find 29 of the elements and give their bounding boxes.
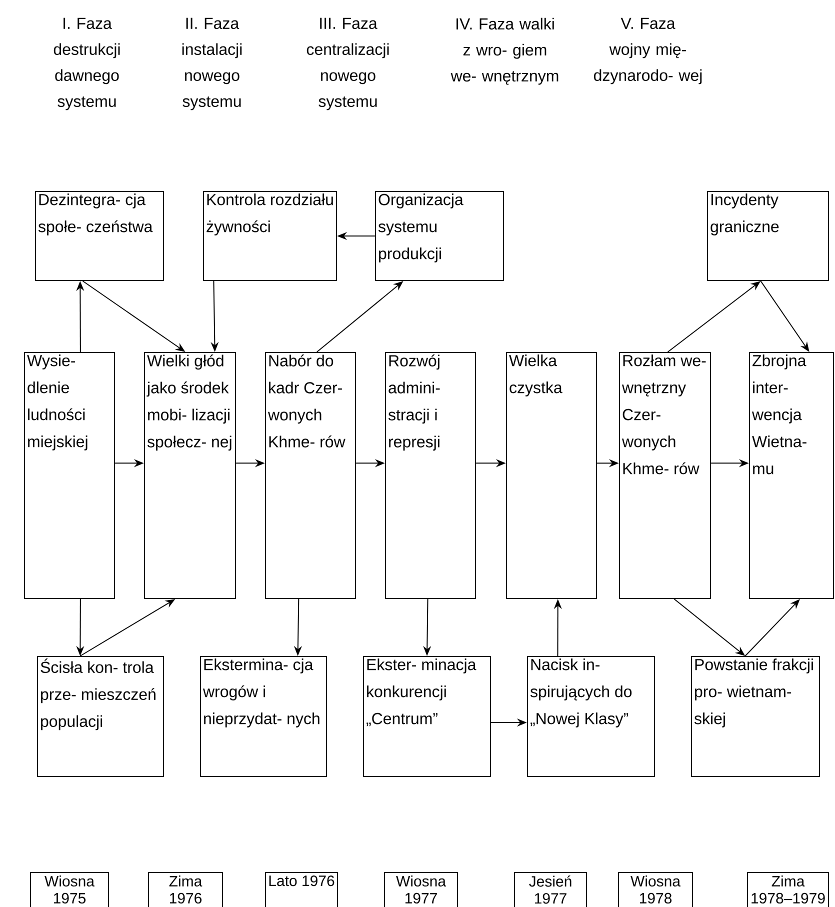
event-box: Nacisk in- spirujących do „Nowej Klasy” xyxy=(527,656,655,777)
event-box: Ścisła kon- trola prze- mieszczeń populacji xyxy=(37,656,164,777)
phase-heading: V. Faza wojny mię- dzynarodo- wej xyxy=(594,18,702,84)
event-box: Incydenty graniczne xyxy=(707,191,829,281)
event-box: Powstanie frakcji pro- wietnam- skiej xyxy=(691,656,820,777)
event-box: Wielki głód jako środek mobi- lizacji społecz- nej xyxy=(144,352,236,599)
event-box: Zbrojna inter- wencja Wietna- mu xyxy=(749,352,834,599)
event-box: Wielka czystka xyxy=(506,352,597,599)
event-box: Dezintegra- cja społe- czeństwa xyxy=(35,191,164,281)
event-box: Ekster- minacja konkurencji „Centrum” xyxy=(363,656,491,777)
event-box: Nabór do kadr Czer- wonych Khme- rów xyxy=(265,352,356,599)
phase-heading: IV. Faza walki z wro- giem we- wnętrznym xyxy=(450,18,558,85)
date-box: Jesień 1977 xyxy=(514,872,587,907)
date-box: Wiosna 1975 xyxy=(30,872,109,907)
date-box: Wiosna 1977 xyxy=(384,872,458,907)
event-box: Rozłam we- wnętrzny Czer- wonych Khme- rów xyxy=(619,352,711,599)
date-box: Zima 1976 xyxy=(148,872,223,907)
date-box: Wiosna 1978 xyxy=(618,872,693,907)
phase-heading: III. Faza centralizacji nowego systemu xyxy=(306,18,389,110)
event-box: Ekstermina- cja wrogów i nieprzydat- nych xyxy=(200,656,327,777)
phase-heading: II. Faza instalacji nowego systemu xyxy=(182,18,242,110)
phase-heading: I. Faza destrukcji dawnego systemu xyxy=(54,18,120,110)
event-box: Organizacja systemu produkcji xyxy=(375,191,504,281)
date-box: Zima 1978–1979 xyxy=(747,872,829,907)
event-box: Wysie- dlenie ludności miejskiej xyxy=(24,352,115,599)
event-box: Kontrola rozdziału żywności xyxy=(203,191,337,281)
date-box: Lato 1976 xyxy=(265,872,338,907)
event-box: Rozwój admini- stracji i represji xyxy=(385,352,476,599)
arrow xyxy=(744,599,800,656)
